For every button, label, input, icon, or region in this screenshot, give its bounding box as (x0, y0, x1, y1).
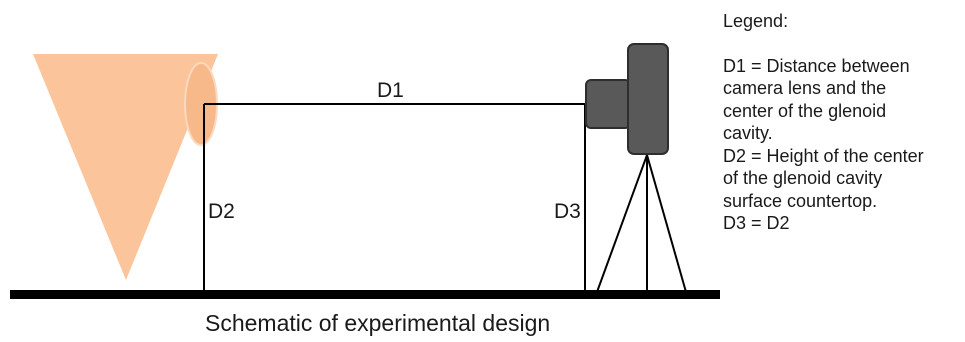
camera-icon (585, 43, 669, 155)
d2-label: D2 (208, 200, 235, 223)
legend-line: D2 = Height of the center (723, 145, 924, 166)
legend-heading: Legend: (723, 11, 789, 31)
legend: Legend: D1 = Distance between camera len… (723, 10, 924, 235)
legend-line: cavity. (723, 123, 773, 143)
legend-line: D1 = Distance between (723, 55, 910, 76)
d3-label: D3 (554, 200, 581, 223)
ground-surface (10, 290, 720, 299)
tripod (596, 154, 687, 293)
legend-line: center of the glenoid (723, 100, 887, 121)
legend-line: camera lens and the (723, 78, 887, 98)
d1-label: D1 (377, 79, 404, 102)
legend-line: surface countertop. (723, 190, 878, 211)
legend-line: D3 = D2 (723, 213, 790, 233)
subject-body-shape (33, 54, 218, 280)
diagram-caption: Schematic of experimental design (205, 310, 551, 336)
legend-line: of the glenoid cavity (723, 168, 883, 188)
